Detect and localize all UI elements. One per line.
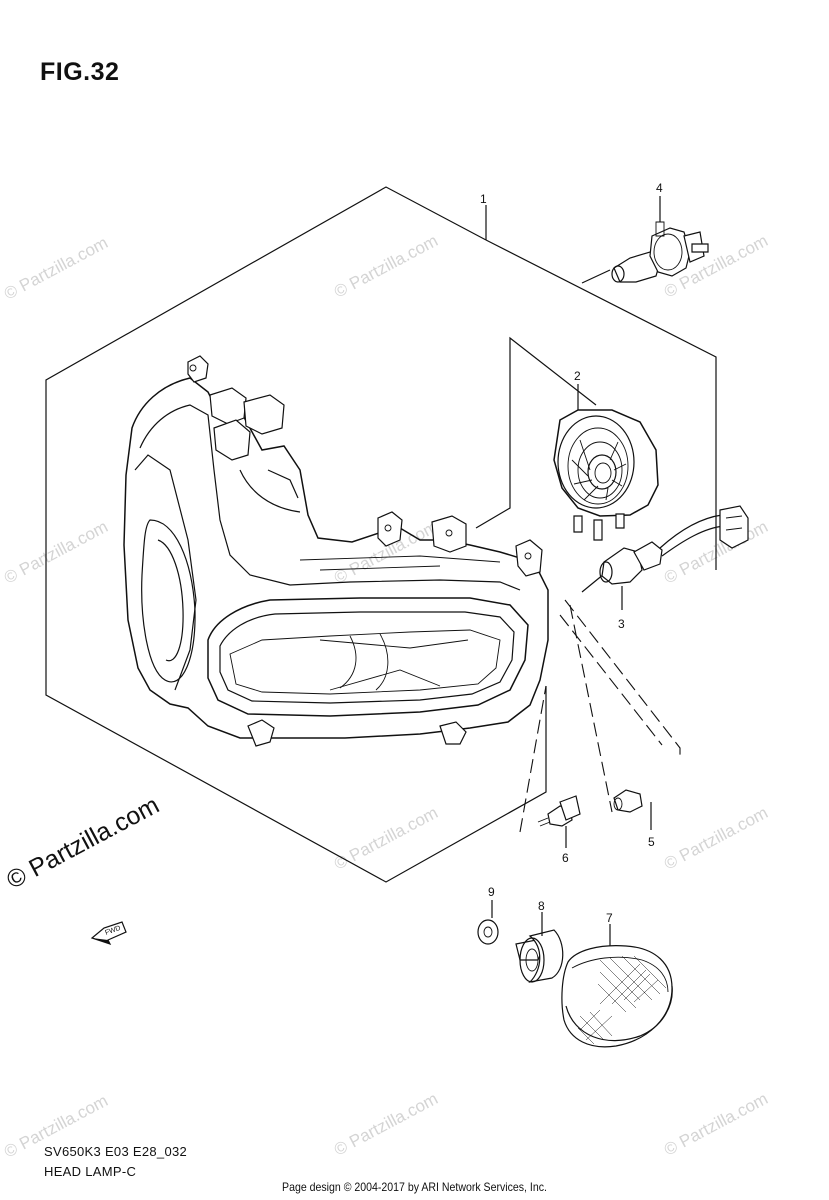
socket-cover <box>553 384 659 541</box>
headlamp-assembly <box>123 355 549 747</box>
watermark-tile: © Partzilla.com <box>1 233 111 304</box>
assembly-outline <box>45 186 717 883</box>
callout-2: 2 <box>574 369 581 383</box>
bulb-socket <box>599 505 749 610</box>
model-code: SV650K3 E03 E28_032 <box>44 1144 188 1159</box>
watermark-tile: © Partzilla.com <box>661 1089 771 1160</box>
watermark-tile: © Partzilla.com <box>331 231 441 302</box>
callout-1: 1 <box>480 192 487 206</box>
callout-9: 9 <box>488 885 495 899</box>
callout-5: 5 <box>648 835 655 849</box>
watermark-tile: © Partzilla.com <box>1 517 111 588</box>
watermark-tile: © Partzilla.com <box>331 803 441 874</box>
fwd-arrow-icon: FWD <box>90 921 127 946</box>
figure-title: FIG.32 <box>40 58 120 86</box>
callout-7: 7 <box>606 911 613 925</box>
lens-cap <box>561 924 673 1048</box>
headlamp-bulb <box>611 196 709 283</box>
section-name: HEAD LAMP-C <box>44 1164 137 1179</box>
callout-8: 8 <box>538 899 545 913</box>
washer <box>477 900 499 945</box>
spacer <box>515 912 564 983</box>
callout-4: 4 <box>656 181 663 195</box>
watermark-tile: © Partzilla.com <box>661 803 771 874</box>
watermark-tile: © Partzilla.com <box>331 1089 441 1160</box>
adjusting-screw <box>537 795 581 848</box>
callouts: 1 2 3 4 5 6 7 8 9 <box>480 181 663 925</box>
callout-3: 3 <box>618 617 625 631</box>
footer-copyright: Page design © 2004-2017 by ARI Network S… <box>282 1180 547 1194</box>
callout-6: 6 <box>562 851 569 865</box>
position-bulb <box>613 789 652 830</box>
